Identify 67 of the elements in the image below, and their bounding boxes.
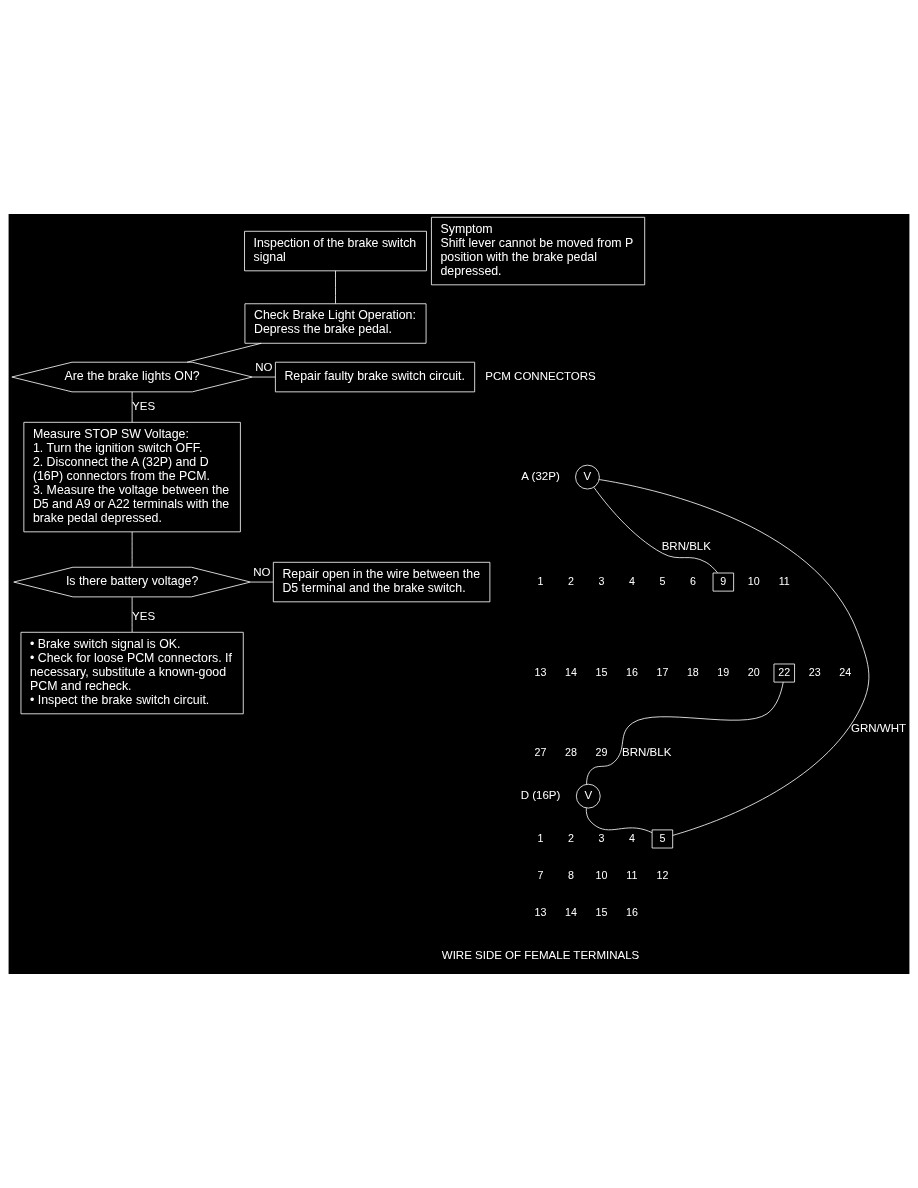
connector: [252, 376, 276, 378]
label: 2: [568, 574, 574, 587]
label: 29: [595, 746, 608, 759]
label: 4: [628, 574, 635, 587]
connector: [186, 342, 262, 363]
label: 10: [595, 868, 608, 881]
label: WIRE SIDE OF FEMALE TERMINALS: [441, 948, 640, 961]
node-box: 9: [712, 572, 735, 592]
label: 6: [689, 574, 696, 587]
edge-label: GRN/WHT: [851, 722, 907, 735]
edge-label: NO: [255, 361, 273, 374]
label: 7: [537, 868, 544, 881]
label: 12: [656, 868, 669, 881]
connector: [131, 596, 133, 633]
edge-label: YES: [132, 400, 156, 413]
label: D (16P): [520, 789, 561, 802]
connector: [586, 681, 784, 785]
edge-label: YES: [132, 610, 156, 623]
node-box: Repair faulty brake switch circuit.: [274, 361, 476, 393]
label: 11: [626, 868, 638, 881]
node-box: Check Brake Light Operation: Depress the brake pedal.: [244, 303, 427, 344]
label: 10: [747, 574, 760, 587]
connector: [585, 807, 653, 833]
label: 14: [565, 665, 577, 678]
connector: [598, 479, 870, 836]
label: 17: [656, 665, 669, 678]
label: 16: [625, 905, 638, 918]
connector: [131, 391, 133, 423]
node-circle: V: [575, 783, 601, 809]
label: A (32P): [521, 470, 560, 483]
node-box: Symptom Shift lever cannot be moved from P position with the brake pedal depressed.: [431, 216, 646, 286]
node-box: Measure STOP SW Voltage: 1. Turn the ignition switch OFF. 2. Disconnect the A (32P) and D (16P) connectors from the PCM. 3. Measure the voltage between the D5 and A9 or A22 terminals with the brake pedal depressed.: [23, 421, 241, 533]
node-box: 22: [773, 663, 795, 683]
edge-label: BRN/BLK: [622, 746, 672, 759]
connector: [593, 486, 718, 574]
label: 11: [778, 574, 790, 587]
label: 8: [568, 868, 574, 881]
label: 15: [595, 665, 608, 678]
label: 14: [565, 905, 577, 918]
label: 19: [717, 665, 730, 678]
label: PCM CONNECTORS: [485, 370, 596, 383]
label: 23: [808, 665, 821, 678]
label: 15: [595, 905, 608, 918]
node-box: • Brake switch signal is OK. • Check for loose PCM connectors. If necessary, substitute a known-good PCM and recheck. • Inspect the brake switch circuit.: [20, 631, 244, 715]
node-box: 5: [651, 829, 674, 849]
label: 24: [839, 665, 852, 678]
label: 1: [537, 831, 544, 844]
connector: [250, 581, 274, 583]
label: 1: [537, 574, 544, 587]
edge-label: NO: [253, 566, 271, 579]
node-box: Repair open in the wire between the D5 terminal and the brake switch.: [272, 561, 491, 603]
label: 5: [659, 574, 666, 587]
label: 28: [565, 746, 577, 759]
label: 2: [568, 831, 574, 844]
label: 18: [686, 665, 699, 678]
node-box: Inspection of the brake switch signal: [244, 230, 427, 272]
label: 3: [598, 831, 605, 844]
connector: [335, 270, 336, 305]
label: 4: [628, 831, 635, 844]
label: 13: [534, 905, 547, 918]
label: 13: [534, 665, 547, 678]
label: 16: [625, 665, 638, 678]
label: 27: [534, 746, 547, 759]
node-circle: V: [575, 464, 600, 490]
edge-label: BRN/BLK: [661, 540, 711, 553]
label: 3: [598, 574, 605, 587]
label: 20: [747, 665, 760, 678]
